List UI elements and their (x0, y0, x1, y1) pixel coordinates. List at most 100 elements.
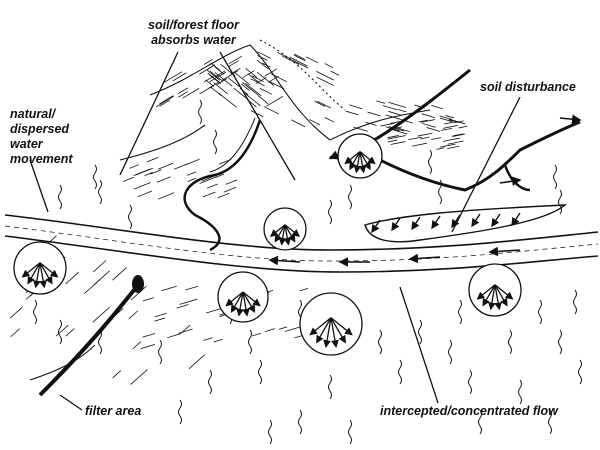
hatch-stroke (439, 117, 452, 122)
water-drip-icon (33, 299, 37, 325)
hatch-stroke (202, 191, 216, 198)
hatch-stroke (203, 59, 213, 65)
flow-arrow-icon (358, 151, 367, 174)
hatch-stroke (247, 73, 260, 84)
water-drip-icon (558, 189, 562, 215)
hatch-stroke (245, 68, 258, 78)
hatch-stroke (390, 128, 408, 135)
water-drip-icon (448, 339, 452, 365)
trail-branch (503, 164, 531, 192)
hatch-stroke (289, 56, 308, 67)
stream-bank (209, 117, 256, 173)
water-drip-icon (508, 329, 512, 355)
hatch-stroke (172, 72, 187, 82)
water-drip-icon (538, 299, 542, 325)
flow-arrow-icon (284, 224, 296, 243)
water-drip-icon (328, 374, 332, 400)
hatch-stroke (263, 106, 280, 115)
flow-arrow-icon (494, 284, 508, 307)
hatch-stroke (65, 271, 80, 285)
trail-lower (379, 120, 581, 192)
flow-arrow-icon (39, 262, 53, 285)
hatch-stroke (218, 92, 237, 108)
hatch-stroke (257, 55, 268, 61)
hatch-stroke (442, 125, 458, 129)
flow-arrow-icon (431, 215, 441, 230)
hatch-stroke (440, 143, 456, 148)
water-drip-icon (418, 319, 422, 345)
water-drip-icon (58, 184, 62, 210)
flow-arrow-icon (284, 224, 301, 237)
hatch-stroke (203, 337, 213, 341)
hatch-stroke (265, 96, 284, 107)
flow-arrow-icon (274, 224, 286, 243)
hatch-stroke (146, 157, 159, 163)
flow-arrow-icon (27, 262, 41, 285)
flow-arrow-icon (411, 216, 421, 231)
hatch-stroke (317, 100, 331, 109)
flow-arrow-icon (344, 151, 361, 165)
hatch-stroke (290, 119, 306, 128)
hatch-stroke (367, 111, 381, 117)
road-flow-arrows (268, 114, 582, 267)
hatch-stroke (345, 110, 359, 116)
hatch-stroke (293, 54, 306, 62)
flow-arrow-icon (559, 114, 582, 124)
hatch-stroke (408, 136, 423, 141)
hatch-stroke (431, 104, 443, 110)
flow-arrow-icon (359, 151, 371, 171)
leader-disturbance (451, 96, 521, 233)
water-drip-icon (468, 369, 472, 395)
hatch-stroke (397, 109, 407, 113)
water-drip-icon (128, 204, 132, 230)
hatch-stroke (382, 105, 398, 111)
hatch-stroke (387, 135, 406, 140)
water-drip-icon (348, 419, 352, 445)
hatch-stroke (159, 99, 171, 107)
hatch-stroke (179, 298, 198, 305)
hatch-stroke (447, 145, 460, 150)
hatch-stroke (227, 77, 241, 88)
hatch-stroke (439, 115, 452, 120)
hatch-stroke (443, 121, 454, 125)
flow-arrow-icon (451, 214, 461, 229)
hatch-stroke (376, 100, 386, 104)
hatch-stroke (417, 132, 433, 137)
hatch-stroke (420, 136, 430, 140)
flow-arrow-icon (230, 291, 244, 313)
hatch-stroke (186, 171, 197, 176)
flow-arrow-icon (39, 262, 47, 289)
water-drip-icon (98, 329, 102, 355)
hatch-stroke (452, 133, 466, 138)
dispersal-circle (263, 207, 307, 251)
hatch-stroke (55, 324, 69, 337)
hatch-stroke (184, 158, 200, 166)
hatch-stroke (144, 171, 154, 176)
flow-arrow-icon (39, 262, 59, 278)
flow-arrow-icon (268, 255, 301, 266)
hatch-stroke (387, 139, 398, 143)
dispersal-arrows-icon (468, 263, 522, 317)
hatch-stroke (185, 285, 199, 291)
hatch-stroke (250, 78, 265, 87)
hatch-stroke (201, 175, 216, 182)
hatch-stroke (278, 326, 288, 330)
hatch-stroke (257, 95, 269, 105)
hatch-stroke (178, 328, 193, 334)
hatch-stroke (206, 183, 218, 189)
leader-soil-right (219, 51, 296, 181)
hatch-stroke (420, 119, 435, 123)
hatch-stroke (206, 69, 221, 81)
dispersal-arrows-icon (263, 207, 307, 251)
water-drip-icon (208, 369, 212, 395)
hatch-stroke (233, 71, 251, 86)
dispersal-points (13, 133, 522, 356)
flow-arrow-icon (309, 317, 332, 336)
water-drip-icon (348, 184, 352, 210)
hatch-stroke (445, 115, 455, 119)
flow-arrow-icon (278, 224, 287, 246)
flow-arrow-icon (494, 284, 514, 300)
road-center-texture (4, 225, 599, 262)
flow-arrow-icon (476, 284, 496, 300)
